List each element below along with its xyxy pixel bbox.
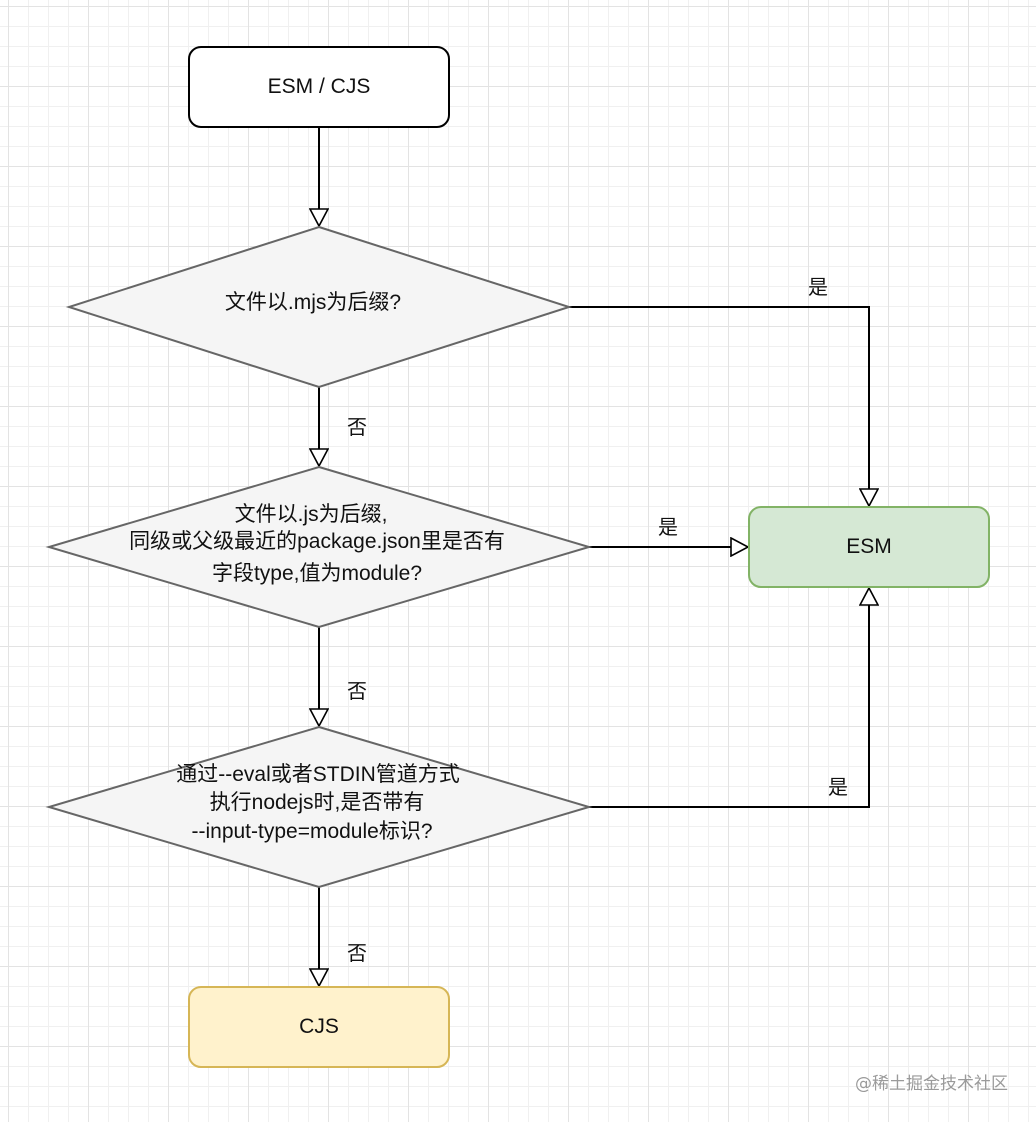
- cjs-node: CJS: [188, 986, 450, 1068]
- start-node-label: ESM / CJS: [268, 75, 371, 98]
- edge-q3-yes: [589, 588, 869, 808]
- label-q1-no: 否: [347, 415, 367, 439]
- label-q2-no: 否: [347, 679, 367, 703]
- start-node: ESM / CJS: [188, 46, 450, 128]
- esm-node: ESM: [748, 506, 990, 588]
- watermark-text: @稀土掘金技术社区: [855, 1074, 1008, 1094]
- decision-input-type-line-3: --input-type=module标识?: [191, 820, 432, 843]
- decision-input-type-line-1: 通过--eval或者STDIN管道方式: [176, 763, 460, 786]
- label-q2-yes: 是: [658, 515, 678, 539]
- decision-package-type-line-1: 文件以.js为后缀,: [235, 503, 388, 526]
- decision-mjs: 文件以.mjs为后缀?: [65, 225, 573, 389]
- decision-package-type: 文件以.js为后缀, 同级或父级最近的package.json里是否有 字段ty…: [45, 465, 593, 629]
- decision-input-type: 通过--eval或者STDIN管道方式 执行nodejs时,是否带有 --inp…: [45, 725, 593, 889]
- edges: [319, 128, 869, 986]
- label-q3-no: 否: [347, 941, 367, 965]
- decision-mjs-line-1: 文件以.mjs为后缀?: [225, 291, 401, 314]
- cjs-node-label: CJS: [299, 1015, 339, 1038]
- label-q1-yes: 是: [808, 275, 828, 299]
- decision-input-type-line-2: 执行nodejs时,是否带有: [210, 791, 425, 814]
- esm-node-label: ESM: [846, 535, 892, 558]
- decision-package-type-line-3: 字段type,值为module?: [212, 562, 422, 585]
- edge-q1-yes: [569, 306, 869, 506]
- decision-package-type-line-2: 同级或父级最近的package.json里是否有: [129, 530, 505, 553]
- label-q3-yes: 是: [828, 775, 848, 799]
